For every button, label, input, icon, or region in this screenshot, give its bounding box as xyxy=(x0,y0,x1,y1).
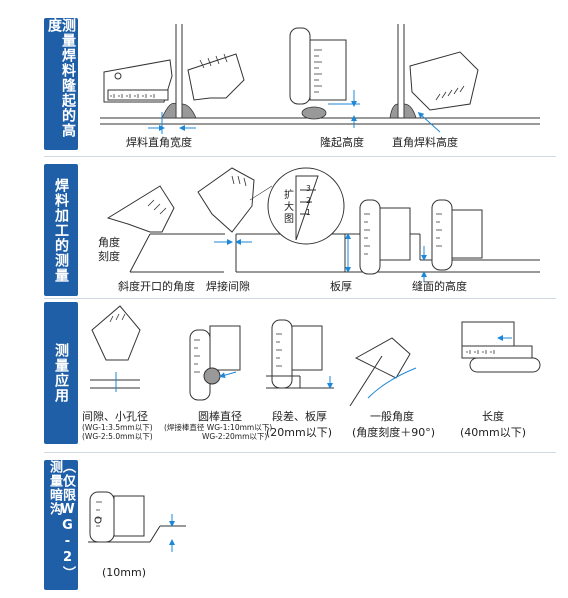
section4-drawing xyxy=(88,491,186,543)
label-gap-hole-sub2: (WG-2:5.0mm以下) xyxy=(82,432,153,441)
zoom-tick-2: 2 xyxy=(306,196,311,205)
tab-weld-processing-label: 焊料加工的测量 xyxy=(53,177,69,283)
label-plate-thickness: 板厚 xyxy=(330,280,352,293)
section2-arrows xyxy=(214,233,427,282)
tab-applications: 测量应用 xyxy=(44,302,78,444)
label-fillet-height: 直角焊料高度 xyxy=(392,136,458,149)
separator-2 xyxy=(44,298,556,299)
label-rod-diameter-sub2: WG-2:20mm以下) xyxy=(202,432,268,441)
section1-arrows xyxy=(148,90,441,134)
tab-weld-height: 测量焊料隆起的高度 xyxy=(44,18,78,150)
tab-groove-label: （仅限WG-2）测量暗沟 xyxy=(47,460,75,580)
label-zoom: 扩 大 图 xyxy=(284,190,294,225)
section3-arrows xyxy=(115,335,512,392)
label-angle-scale: 角度 刻度 xyxy=(98,236,120,263)
tab-weld-height-label: 测量焊料隆起的高度 xyxy=(46,18,76,138)
label-reinforcement-height: 隆起高度 xyxy=(320,136,364,149)
label-rod-diameter: 圆棒直径 xyxy=(198,410,242,423)
label-step-thickness: 段差、板厚 xyxy=(272,410,327,423)
tab-weld-processing: 焊料加工的测量 xyxy=(44,164,78,296)
label-general-angle: 一般角度 xyxy=(370,410,414,423)
section3-drawing xyxy=(90,305,541,407)
label-fillet-width: 焊料直角宽度 xyxy=(126,136,192,149)
separator-1 xyxy=(44,156,556,157)
label-length: 长度 xyxy=(482,410,504,423)
label-step-thickness-sub: (20mm以下) xyxy=(266,426,333,439)
tab-groove: （仅限WG-2）测量暗沟 xyxy=(44,460,78,590)
label-general-angle-sub: (角度刻度＋90°) xyxy=(352,426,436,439)
label-gap-hole: 间隙、小孔径 xyxy=(82,410,148,423)
zoom-tick-1: 1 xyxy=(306,208,311,217)
label-bevel-angle: 斜度开口的角度 xyxy=(118,280,195,293)
label-length-sub: (40mm以下) xyxy=(460,426,527,439)
section1-welds xyxy=(161,102,417,120)
separator-3 xyxy=(44,452,556,453)
label-groove-depth: (10mm) xyxy=(102,566,147,579)
label-gap-hole-sub1: (WG-1:3.5mm以下) xyxy=(82,423,153,432)
label-seam-height: 缝面的高度 xyxy=(412,280,467,293)
zoom-tick-3: 3 xyxy=(306,184,311,193)
label-weld-gap: 焊接间隙 xyxy=(206,280,250,293)
tab-applications-label: 测量应用 xyxy=(53,343,69,403)
label-rod-diameter-sub1: (焊接棒直径 WG-1:10mm以下) xyxy=(164,423,273,432)
section2-drawing xyxy=(106,167,540,275)
section1-drawing xyxy=(100,24,540,125)
